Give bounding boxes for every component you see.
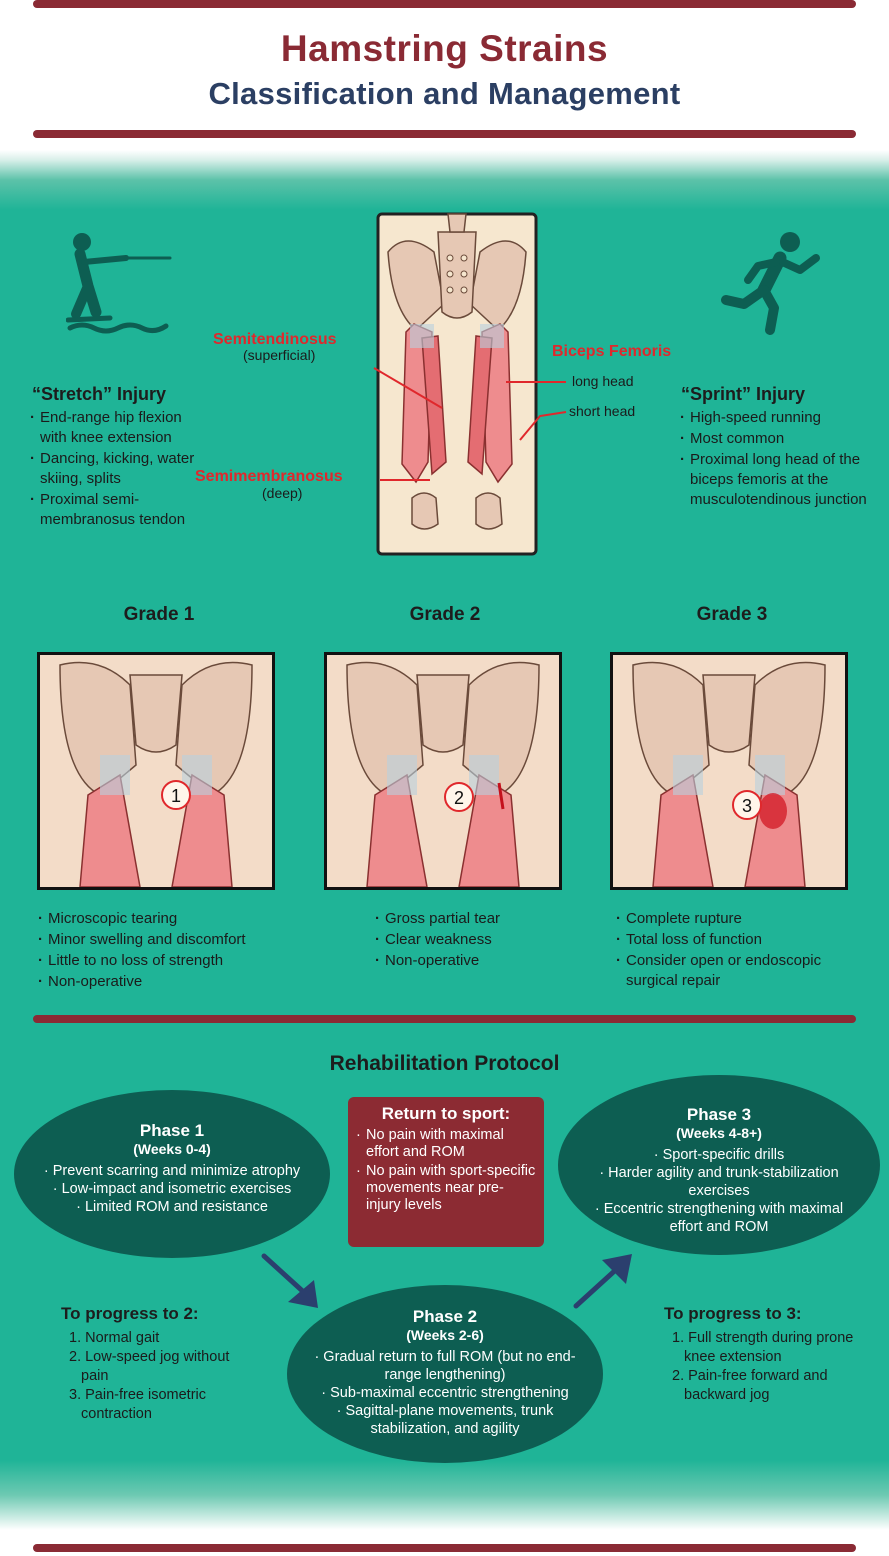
arrow-down-right-icon [261, 1253, 318, 1308]
sprint-injury-list: High-speed running Most common Proximal … [680, 408, 870, 511]
top-divider [33, 0, 856, 8]
phase-3-title: Phase 3 [686, 1105, 752, 1124]
stretch-injury-title: “Stretch” Injury [32, 384, 167, 404]
return-to-sport-list: No pain with maximal effort and ROM No p… [356, 1127, 536, 1214]
phase-2-oval: Phase 2 (Weeks 2-6) Gradual return to fu… [287, 1285, 603, 1463]
grade-3-title: Grade 3 [696, 604, 768, 625]
list-item: Proximal long head of the biceps femoris… [680, 450, 870, 510]
long-head-label: long head [572, 373, 634, 389]
rehab-title: Rehabilitation Protocol [329, 1052, 560, 1075]
page-title: Hamstring Strains [280, 28, 609, 69]
phase-3-list: Sport-specific drills Harder agility and… [558, 1146, 880, 1236]
list-item: Sagittal-plane movements, trunk stabiliz… [313, 1402, 577, 1438]
semitendinosus-label: Semitendinosus [213, 331, 337, 348]
list-item: Minor swelling and discomfort [38, 930, 298, 950]
list-item: Gross partial tear [375, 909, 575, 929]
list-item: Non-operative [38, 972, 298, 992]
list-item: Non-operative [375, 951, 575, 971]
grade-1-list: Microscopic tearing Minor swelling and d… [38, 909, 298, 993]
phase-1-title: Phase 1 [139, 1121, 205, 1140]
arrow-up-right-icon [573, 1254, 632, 1309]
grade-marker: 2 [454, 788, 464, 808]
sprint-injury-title: “Sprint” Injury [681, 384, 806, 404]
list-item: Proximal semi-membranosus tendon [30, 490, 212, 530]
list-item: Limited ROM and resistance [14, 1198, 330, 1216]
list-item: 1. Full strength during prone knee exten… [672, 1330, 854, 1365]
page-subtitle: Classification and Management [208, 76, 681, 111]
semimembranosus-note: (deep) [262, 485, 303, 501]
short-head-label: short head [569, 403, 636, 419]
list-item: No pain with sport-specific movements ne… [356, 1163, 536, 1214]
list-item: Complete rupture [616, 909, 856, 929]
list-item: Dancing, kicking, water skiing, splits [30, 449, 212, 489]
list-item: Total loss of function [616, 930, 856, 950]
list-item: No pain with maximal effort and ROM [356, 1127, 536, 1161]
list-item: Sport-specific drills [594, 1146, 844, 1164]
progress-2-list: 1. Normal gait 2. Low-speed jog without … [61, 1329, 251, 1424]
stretch-injury-list: End-range hip flexion with knee extensio… [30, 408, 212, 531]
list-item: 3. Pain-free isometric contraction [69, 1387, 206, 1422]
phase-1-weeks: (Weeks 0-4) [133, 1141, 211, 1157]
list-item: Microscopic tearing [38, 909, 298, 929]
phase-1-oval: Phase 1 (Weeks 0-4) Prevent scarring and… [14, 1090, 330, 1258]
grade-2-list: Gross partial tear Clear weakness Non-op… [375, 909, 575, 972]
grade-1-title: Grade 1 [123, 604, 195, 625]
semitendinosus-note: (superficial) [243, 347, 316, 363]
phase-3-oval: Phase 3 (Weeks 4-8+) Sport-specific dril… [558, 1075, 880, 1255]
phase-2-list: Gradual return to full ROM (but no end-r… [287, 1348, 603, 1438]
list-item: 2. Pain-free forward and backward jog [672, 1368, 828, 1403]
grade-1-illustration: 1 [37, 652, 275, 890]
anatomy-leader-lines [373, 367, 567, 481]
return-to-sport-box: Return to sport: No pain with maximal ef… [348, 1097, 544, 1247]
list-item: End-range hip flexion with knee extensio… [30, 408, 212, 448]
hamstring-anatomy-illustration [376, 212, 538, 556]
grade-2-illustration: 2 [324, 652, 562, 890]
phase-2-title: Phase 2 [412, 1307, 478, 1326]
phase-1-list: Prevent scarring and minimize atrophy Lo… [14, 1162, 330, 1216]
grade-marker: 3 [742, 796, 752, 816]
section-divider [33, 1015, 856, 1023]
water-skier-icon [66, 233, 172, 334]
grade-3-list: Complete rupture Total loss of function … [616, 909, 856, 992]
semimembranosus-label: Semimembranosus [195, 468, 343, 485]
runner-icon [721, 232, 820, 335]
list-item: Prevent scarring and minimize atrophy [14, 1162, 330, 1180]
grade-marker: 1 [171, 786, 181, 806]
list-item: High-speed running [680, 408, 870, 428]
list-item: Clear weakness [375, 930, 575, 950]
list-item: 2. Low-speed jog without pain [69, 1349, 230, 1384]
list-item: Harder agility and trunk-stabilization e… [594, 1164, 844, 1200]
header-divider [33, 130, 856, 138]
list-item: Little to no loss of strength [38, 951, 298, 971]
progress-3-title: To progress to 3: [664, 1304, 802, 1323]
biceps-femoris-label: Biceps Femoris [552, 343, 672, 360]
list-item: Eccentric strengthening with maximal eff… [594, 1200, 844, 1236]
progress-3-list: 1. Full strength during prone knee exten… [664, 1329, 854, 1405]
phase-2-weeks: (Weeks 2-6) [406, 1327, 484, 1343]
bottom-divider [33, 1544, 856, 1552]
list-item: 1. Normal gait [69, 1330, 160, 1346]
phase-3-weeks: (Weeks 4-8+) [676, 1125, 762, 1141]
list-item: Consider open or endoscopic surgical rep… [616, 951, 856, 991]
grade-3-illustration: 3 [610, 652, 848, 890]
return-to-sport-title: Return to sport: [381, 1104, 511, 1123]
list-item: Sub-maximal eccentric strengthening [313, 1384, 577, 1402]
list-item: Low-impact and isometric exercises [14, 1180, 330, 1198]
grade-2-title: Grade 2 [409, 604, 481, 625]
progress-2-title: To progress to 2: [61, 1304, 199, 1323]
list-item: Gradual return to full ROM (but no end-r… [313, 1348, 577, 1384]
list-item: Most common [680, 429, 870, 449]
